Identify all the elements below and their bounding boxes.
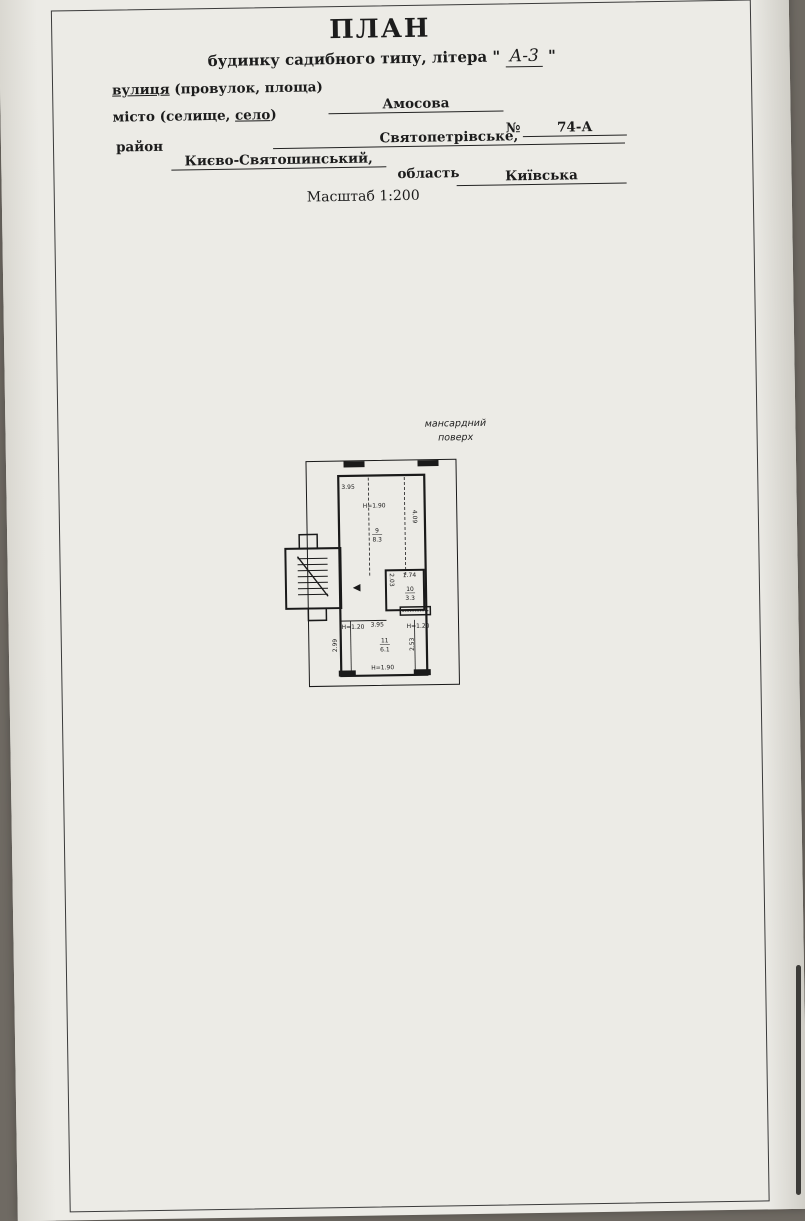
district-value: Києво-Святошинський,: [171, 150, 386, 170]
street-label: вулиця: [112, 82, 170, 99]
room-11-area: 6.1: [380, 646, 390, 653]
stair-arrow-icon: [354, 585, 360, 591]
dim-bottom-left-len: 2.99: [332, 639, 339, 653]
city-label-line: місто (селище, село): [112, 107, 276, 126]
floor-label: мансардний поверх: [415, 417, 495, 446]
floor-label-line1: мансардний: [415, 417, 495, 432]
ceiling-line-left: [368, 478, 370, 576]
building-letter: А-3: [505, 46, 543, 68]
room-9-number: 9: [375, 527, 379, 534]
street-label-line: вулиця (провулок, площа): [112, 79, 323, 98]
street-label-rest: (провулок, площа): [174, 79, 323, 97]
window-bottom-right: [414, 670, 430, 675]
dim-bottom-right-len: 2.53: [409, 637, 416, 651]
subtitle-text: будинку садибного типу, літера ": [208, 47, 501, 70]
scale-label: Масштаб 1:200: [307, 188, 420, 206]
dim-closet-len: 2.03: [388, 573, 395, 587]
dim-closet-width: 1.74: [403, 572, 417, 579]
room-11-number: 11: [381, 637, 389, 644]
binding-shadow: [0, 0, 56, 1221]
subtitle-close-quote: ": [548, 47, 556, 65]
stair-landing: [299, 534, 317, 548]
dim-right-len: 4.09: [411, 510, 418, 524]
stair-block: [285, 548, 341, 609]
city-label-post: ): [270, 107, 277, 123]
window-top-right: [418, 461, 438, 466]
window-bottom-left: [339, 671, 355, 676]
street-value: Амосова: [328, 94, 503, 114]
stair-lower-landing: [308, 608, 326, 620]
city-label-underlined: село: [235, 107, 271, 124]
dim-bottom-height: Н=1.90: [371, 664, 394, 671]
window-top-left: [344, 462, 364, 467]
dim-top-height: Н=1.90: [363, 502, 386, 509]
region-label: область: [397, 165, 459, 182]
city-label-pre: місто (селище,: [112, 108, 230, 126]
dim-left-h: Н=1.20: [342, 624, 365, 631]
floor-label-line2: поверх: [416, 431, 496, 446]
ceiling-line-right: [404, 477, 406, 575]
scrollbar[interactable]: [796, 965, 801, 1195]
document-title: ПЛАН: [329, 14, 431, 46]
district-label: район: [116, 139, 163, 156]
room-10-area: 3.3: [405, 595, 415, 602]
dim-mid-width: 3.95: [370, 621, 384, 628]
floor-plan-drawing: 3.95 Н=1.90 4.09 9 8.3 1.74 2.03 10 3.3 …: [276, 454, 470, 692]
dim-right-h: Н=1.20: [407, 623, 430, 630]
dim-top-width: 3.95: [341, 484, 355, 491]
region-value: Київська: [456, 167, 626, 187]
room-9-area: 8.3: [372, 536, 382, 543]
room-10-number: 10: [406, 586, 414, 593]
